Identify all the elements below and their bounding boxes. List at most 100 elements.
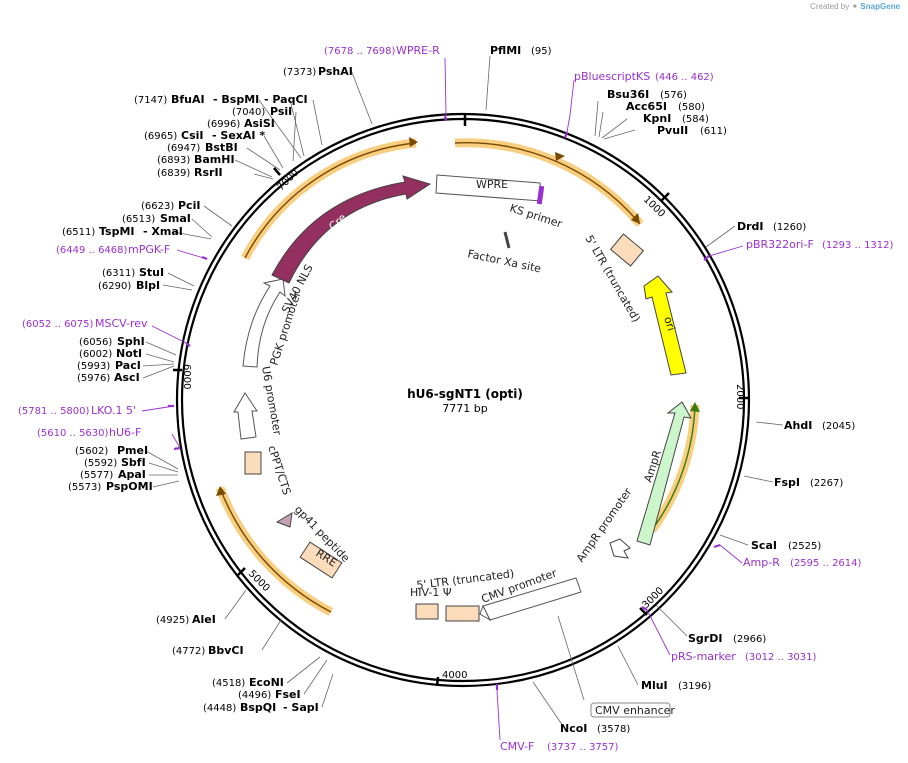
ltr-feature-bottom bbox=[445, 605, 480, 622]
primer-label: MSCV-rev bbox=[95, 317, 148, 330]
primer-label: mPGK-F bbox=[128, 243, 170, 256]
enzyme-label: StuI bbox=[139, 266, 164, 279]
enzyme-position: (2045) bbox=[822, 421, 855, 432]
enzyme-label-sexai: - SexAI * bbox=[212, 129, 265, 142]
enzyme-label: BfuAI bbox=[171, 93, 205, 106]
created-by-text: Created by bbox=[810, 2, 850, 11]
primer-position: (1293 .. 1312) bbox=[822, 240, 894, 251]
cppt-feature bbox=[244, 451, 262, 475]
enzyme-position: (1260) bbox=[773, 222, 806, 233]
hiv-psi-feature bbox=[415, 603, 439, 620]
plasmid-length: 7771 bp bbox=[442, 402, 487, 415]
enzyme-position: (4448) bbox=[203, 703, 236, 714]
enzyme-label: AsiSI bbox=[244, 117, 275, 130]
enzyme-label: EcoNI bbox=[249, 676, 284, 689]
enzyme-position: (6996) bbox=[207, 119, 240, 130]
rre-feature bbox=[299, 541, 343, 579]
enzyme-label: PvuII bbox=[657, 124, 688, 137]
primer-label: hU6-F bbox=[109, 426, 141, 439]
cmv-enhancer-box bbox=[590, 702, 671, 718]
enzyme-position: (6311) bbox=[102, 268, 135, 279]
tick-label: 2000 bbox=[734, 384, 745, 409]
enzyme-label: PsiI bbox=[270, 105, 292, 118]
enzyme-position: (4518) bbox=[212, 678, 245, 689]
primer-position: (3737 .. 3757) bbox=[547, 742, 619, 753]
cre-feature bbox=[271, 175, 432, 284]
enzyme-label: ApaI bbox=[118, 468, 146, 481]
feature-label-factor-xa: Factor Xa site bbox=[466, 247, 542, 275]
enzyme-position: (584) bbox=[682, 114, 709, 125]
tick-label: 6000 bbox=[181, 364, 192, 389]
enzyme-label-sapi: - SapI bbox=[283, 701, 319, 714]
enzyme-label: MluI bbox=[641, 679, 668, 692]
enzyme-position: (3196) bbox=[678, 681, 711, 692]
primer-labels: (7678 .. 7698) WPRE-R pBluescriptKS (446… bbox=[18, 44, 894, 753]
primer-label: CMV-F bbox=[500, 740, 534, 753]
primer-label: pBluescriptKS bbox=[574, 70, 650, 83]
features bbox=[233, 174, 692, 622]
highlight-arrowheads bbox=[216, 137, 700, 496]
enzyme-position: (95) bbox=[531, 46, 552, 57]
enzyme-position: (4772) bbox=[172, 646, 205, 657]
enzyme-position: (7373) bbox=[283, 67, 316, 78]
backbone-outer-ring bbox=[175, 112, 751, 688]
cmv-promoter-arrowhead bbox=[479, 604, 492, 622]
primer-label: LKO.1 5' bbox=[91, 404, 136, 417]
enzyme-position: (3578) bbox=[597, 724, 630, 735]
ks-primer-mark bbox=[536, 185, 545, 205]
enzyme-label: TspMI bbox=[99, 225, 135, 238]
primer-label: WPRE-R bbox=[396, 44, 440, 57]
snapgene-brand: SnapGene bbox=[860, 2, 900, 11]
enzyme-position: (6002) bbox=[79, 349, 112, 360]
enzyme-position: (5602) bbox=[75, 446, 108, 457]
enzyme-label: PflMI bbox=[490, 44, 521, 57]
enzyme-position: (576) bbox=[660, 90, 687, 101]
primer-position: (7678 .. 7698) bbox=[324, 46, 396, 57]
primer-position: (5610 .. 5630) bbox=[37, 428, 109, 439]
enzyme-position: (5573) bbox=[68, 482, 101, 493]
enzyme-label: AhdI bbox=[784, 419, 812, 432]
enzyme-position: (6965) bbox=[144, 131, 177, 142]
enzyme-label-bspmi: - BspMI bbox=[213, 93, 259, 106]
enzyme-position: (5592) bbox=[84, 458, 117, 469]
enzyme-position: (7147) bbox=[134, 95, 167, 106]
enzyme-label: BbvCI bbox=[208, 644, 244, 657]
enzyme-label-xmai: - XmaI bbox=[143, 225, 183, 238]
u6-promoter-feature bbox=[233, 392, 258, 440]
enzyme-position: (6839) bbox=[157, 168, 190, 179]
enzyme-position: (7040) bbox=[232, 107, 265, 118]
enzyme-label: CsiI bbox=[181, 129, 203, 142]
enzyme-position: (2525) bbox=[788, 541, 821, 552]
enzyme-label: SphI bbox=[117, 335, 145, 348]
enzyme-position: (5577) bbox=[80, 470, 113, 481]
highlight-arrows bbox=[219, 142, 696, 613]
highlight-arc-top-left bbox=[241, 138, 417, 261]
enzyme-position: (611) bbox=[700, 126, 727, 137]
enzyme-label: BlpI bbox=[136, 279, 160, 292]
feature-label-u6-promoter: U6 promoter bbox=[259, 365, 284, 436]
enzyme-label: SmaI bbox=[160, 212, 191, 225]
position-ticks bbox=[173, 114, 748, 687]
enzyme-label: PciI bbox=[178, 199, 200, 212]
enzyme-label: Bsu36I bbox=[607, 88, 649, 101]
enzyme-position: (6290) bbox=[98, 281, 131, 292]
leader-lines bbox=[142, 55, 784, 727]
tick-label: 4000 bbox=[442, 670, 467, 681]
snapgene-logo-icon: ✦ bbox=[851, 2, 859, 11]
primer-position: (3012 .. 3031) bbox=[745, 652, 817, 663]
enzyme-position: (6947) bbox=[167, 143, 200, 154]
tick-labels: 1000 2000 3000 4000 5000 6000 7000 bbox=[181, 167, 745, 681]
primer-position: (6052 .. 6075) bbox=[22, 319, 94, 330]
enzyme-position: (4925) bbox=[156, 615, 189, 626]
feature-label-ks-primer: KS primer bbox=[508, 201, 564, 230]
plasmid-name: hU6-sgNT1 (opti) bbox=[407, 387, 523, 401]
enzyme-position: (580) bbox=[678, 102, 705, 113]
primer-position: (6449 .. 6468) bbox=[56, 245, 128, 256]
ampr-feature bbox=[636, 401, 692, 546]
primer-label: pRS-marker bbox=[671, 650, 736, 663]
enzyme-position: (4496) bbox=[238, 690, 271, 701]
enzyme-position: (5976) bbox=[77, 373, 110, 384]
enzyme-label: SbfI bbox=[121, 456, 146, 469]
enzyme-position: (6893) bbox=[157, 155, 190, 166]
